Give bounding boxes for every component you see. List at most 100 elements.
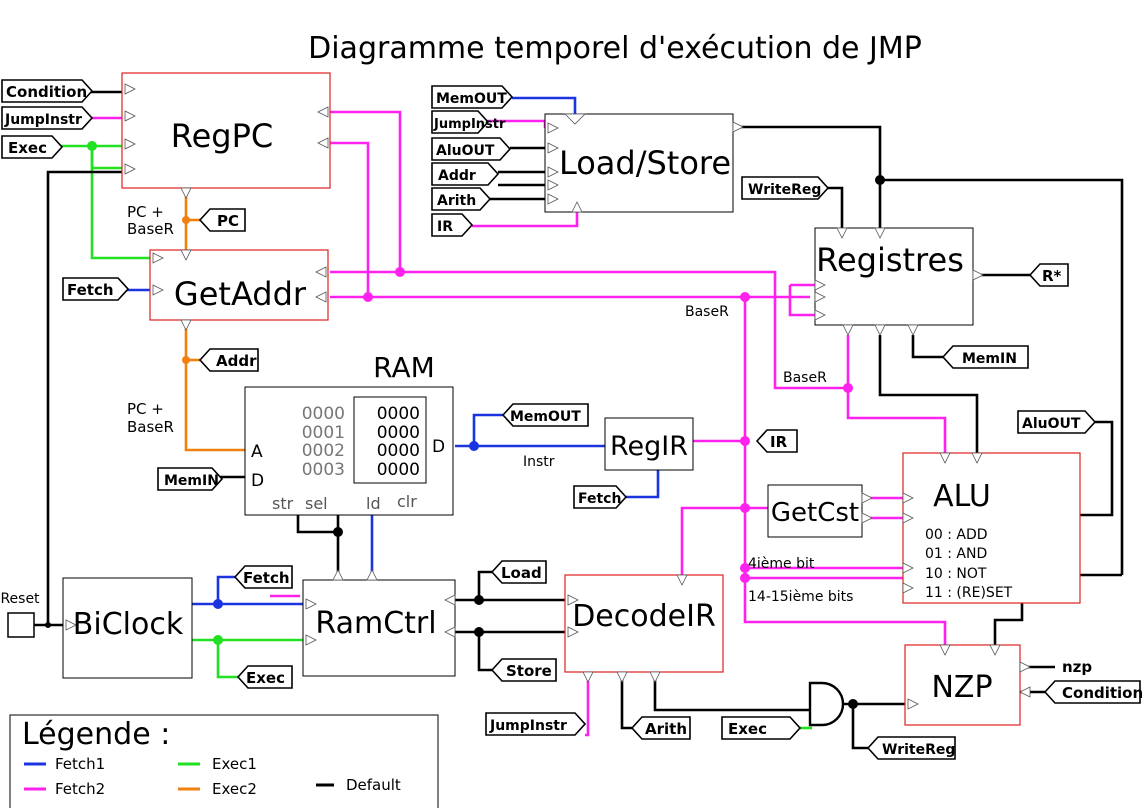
tag-pc: PC xyxy=(198,208,246,232)
svg-text:Arith: Arith xyxy=(645,720,687,738)
tag-ir-ls: IR xyxy=(431,213,474,237)
fetch2-wires xyxy=(90,110,947,737)
legend-item: Fetch1 xyxy=(55,755,105,773)
svg-text:JumpInstr: JumpInstr xyxy=(4,112,82,128)
svg-text:JumpInstr: JumpInstr xyxy=(433,117,506,132)
svg-text:Addr: Addr xyxy=(216,352,257,370)
tag-load: Load xyxy=(490,560,547,584)
label-pc-baser-1a: PC + xyxy=(127,203,164,221)
ram-port-d-out: D xyxy=(432,437,445,457)
regir-label: RegIR xyxy=(610,431,688,462)
label-baser-2: BaseR xyxy=(783,370,827,386)
loadstore-block: Load/Store xyxy=(544,113,744,213)
getcst-block: GetCst xyxy=(767,484,873,538)
ram-value: 0000 xyxy=(377,423,420,443)
ram-port-a: A xyxy=(251,442,263,462)
svg-text:R*: R* xyxy=(1042,267,1062,285)
getaddr-label: GetAddr xyxy=(174,275,307,313)
ram-value: 0000 xyxy=(377,404,420,424)
ram-address: 0000 xyxy=(302,404,345,424)
svg-text:Exec: Exec xyxy=(246,669,285,687)
and-gate xyxy=(808,681,845,727)
svg-text:MemIN: MemIN xyxy=(962,351,1017,367)
exec2-wires xyxy=(182,193,245,452)
regpc-block: RegPC xyxy=(121,72,331,199)
alu-op: 10 : NOT xyxy=(925,566,987,582)
ram-title: RAM xyxy=(373,351,435,384)
ram-clr: clr xyxy=(397,492,417,511)
ram-value: 0000 xyxy=(377,441,420,461)
legend-title: Légende : xyxy=(22,717,170,752)
label-baser-1: BaseR xyxy=(685,304,729,320)
label-pc-baser-1b: BaseR xyxy=(127,220,174,238)
label-pc-baser-2b: BaseR xyxy=(127,418,174,436)
svg-text:Store: Store xyxy=(506,662,552,680)
legend-item: Default xyxy=(346,776,401,794)
tag-aluout-ls: AluOUT xyxy=(431,137,512,161)
registres-label: Registres xyxy=(816,241,964,279)
biclock-label: BiClock xyxy=(73,607,184,642)
alu-op: 01 : AND xyxy=(925,546,987,562)
registres-block: Registres xyxy=(814,227,984,336)
ram-str: str xyxy=(272,494,294,513)
biclock-block: BiClock xyxy=(62,577,193,679)
legend-item: Fetch2 xyxy=(55,780,105,798)
tag-aluout-alu: AluOUT xyxy=(1017,410,1097,434)
fetch1-wires xyxy=(126,96,660,609)
ram-ld: ld xyxy=(366,494,381,513)
svg-text:Arith: Arith xyxy=(437,193,476,209)
reset-label: Reset xyxy=(0,591,40,607)
tag-exec-clk: Exec xyxy=(236,665,293,689)
regpc-label: RegPC xyxy=(171,117,273,155)
tag-addr: Addr xyxy=(198,348,259,372)
label-instr: Instr xyxy=(523,454,555,470)
loadstore-label: Load/Store xyxy=(559,144,731,182)
svg-text:IR: IR xyxy=(437,219,453,235)
svg-text:MemOUT: MemOUT xyxy=(510,409,581,425)
svg-text:MemIN: MemIN xyxy=(164,473,219,489)
ram-port-d-in: D xyxy=(251,471,264,491)
tag-writereg-nzp: WriteReg xyxy=(866,736,956,760)
label-bits1415: 14-15ième bits xyxy=(748,589,853,605)
label-bit4: 4ième bit xyxy=(748,556,815,572)
fetch2-junctions xyxy=(363,267,853,583)
tag-arith-dec: Arith xyxy=(630,716,691,740)
tag-writereg-reg: WriteReg xyxy=(741,176,830,200)
regir-block: RegIR xyxy=(604,417,694,471)
svg-text:PC: PC xyxy=(217,212,239,230)
svg-text:Load: Load xyxy=(501,564,542,582)
svg-text:WriteReg: WriteReg xyxy=(882,742,955,758)
ram-address: 0003 xyxy=(302,460,345,480)
ram-address: 0002 xyxy=(302,441,345,461)
tag-fetch-regir: Fetch xyxy=(573,485,628,509)
tag-memin-reg: MemIN xyxy=(941,345,1029,369)
legend: Légende : Fetch1 Fetch2 Exec1 Exec2 Defa… xyxy=(9,714,439,808)
svg-text:WriteReg: WriteReg xyxy=(748,182,821,198)
tag-memout-ram: MemOUT xyxy=(501,403,589,427)
tag-jumpinstr-pc: JumpInstr xyxy=(1,106,94,130)
reset-input: Reset xyxy=(0,591,40,638)
tag-jumpinstr-dec: JumpInstr xyxy=(485,712,587,736)
svg-text:Fetch: Fetch xyxy=(578,491,621,507)
alu-block: ALU 00 : ADD 01 : AND 10 : NOT 11 : (RE)… xyxy=(902,452,1081,604)
nzp-block: NZP xyxy=(904,644,1031,726)
svg-text:AluOUT: AluOUT xyxy=(436,143,495,159)
svg-text:MemOUT: MemOUT xyxy=(436,91,507,107)
alu-op: 11 : (RE)SET xyxy=(925,585,1013,601)
legend-item: Exec2 xyxy=(212,780,257,798)
tag-memout-ls: MemOUT xyxy=(431,85,514,109)
ramctrl-block: RamCtrl xyxy=(302,569,456,677)
ram-block: RAM 0000 0001 0002 0003 0000 0000 0000 0… xyxy=(244,351,454,516)
getcst-label: GetCst xyxy=(771,498,859,528)
tag-ir-out: IR xyxy=(755,429,798,453)
tag-fetch-clk: Fetch xyxy=(233,565,293,589)
svg-text:Exec: Exec xyxy=(8,139,47,157)
svg-text:Fetch: Fetch xyxy=(243,569,290,587)
tag-condition-in: Condition xyxy=(1,79,94,103)
alu-label: ALU xyxy=(933,479,991,514)
decodeir-block: DecodeIR xyxy=(564,574,724,683)
label-pc-baser-2a: PC + xyxy=(127,400,164,418)
decodeir-label: DecodeIR xyxy=(572,599,716,634)
label-nzp-out: nzp xyxy=(1062,658,1092,676)
